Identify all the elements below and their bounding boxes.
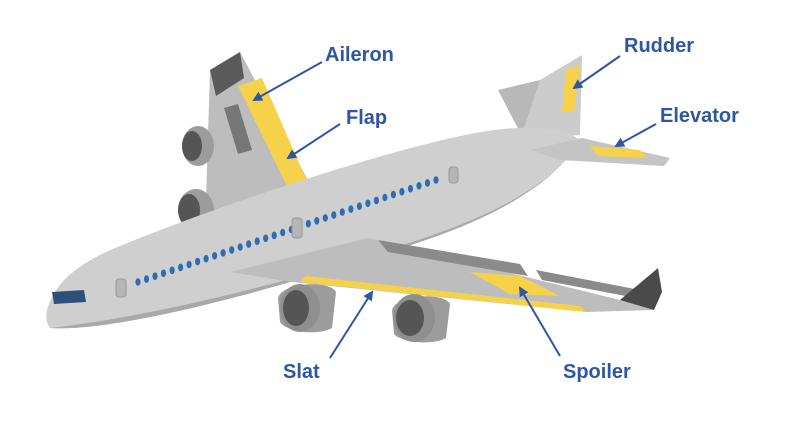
slat-arrow — [329, 290, 374, 359]
cabin-window — [195, 257, 201, 266]
fuselage — [46, 127, 580, 329]
cabin-window — [331, 211, 337, 219]
cabin-window — [399, 187, 405, 196]
rudder-surface — [562, 65, 580, 112]
horizontal-stabilizer — [530, 138, 670, 166]
cabin-window — [305, 219, 311, 228]
flap-arrow — [286, 123, 341, 160]
slat-label: Slat — [283, 361, 320, 383]
cabin-window — [135, 278, 141, 286]
cabin-window — [237, 243, 243, 251]
cabin-window — [407, 184, 414, 193]
tail-fin — [498, 55, 582, 140]
cabin-window — [339, 208, 345, 216]
cabin-window — [263, 234, 269, 243]
cabin-window — [152, 272, 158, 281]
cabin-window — [433, 176, 439, 184]
cabin-window — [160, 269, 167, 278]
callout-labels: Aileron Flap Rudder Elevator Slat Spoile… — [283, 35, 739, 383]
cabin-window — [314, 217, 320, 225]
cabin-window — [373, 196, 379, 205]
cabin-window — [246, 240, 252, 248]
doors — [115, 166, 459, 298]
elevator-surface — [590, 146, 648, 158]
cabin-window — [254, 237, 260, 245]
callout-arrows — [252, 55, 657, 359]
cabin-window — [229, 246, 235, 254]
aileron-arrow — [252, 61, 323, 101]
spoiler-arrow — [518, 286, 561, 357]
cabin-window — [382, 193, 388, 202]
far-wing-aileron-flap-surface — [238, 78, 310, 196]
cabin-window — [271, 231, 277, 240]
slat-surface — [300, 276, 586, 312]
flap-label: Flap — [346, 107, 387, 129]
cabin-window — [348, 205, 354, 213]
rudder-label: Rudder — [624, 35, 694, 57]
cabin-window — [169, 266, 175, 275]
aileron-label: Aileron — [325, 44, 394, 66]
rudder-arrow — [572, 55, 621, 90]
cabin-window — [280, 228, 286, 237]
cabin-window — [322, 214, 328, 222]
cabin-window — [203, 254, 209, 263]
cabin-window — [212, 252, 218, 260]
cabin-window — [178, 263, 184, 272]
cabin-window — [365, 199, 371, 208]
near-engines — [278, 284, 450, 343]
cabin-window — [143, 275, 150, 283]
cabin-window — [424, 179, 431, 187]
cabin-window — [220, 249, 226, 257]
near-wing — [230, 238, 662, 312]
cabin-window — [186, 260, 192, 269]
spoiler-surface — [470, 272, 560, 296]
cabin-window — [390, 190, 396, 199]
elevator-arrow — [614, 123, 657, 147]
cabin-window — [356, 202, 362, 210]
cabin-window — [416, 182, 422, 190]
elevator-label: Elevator — [660, 105, 739, 127]
spoiler-label: Spoiler — [563, 361, 631, 383]
